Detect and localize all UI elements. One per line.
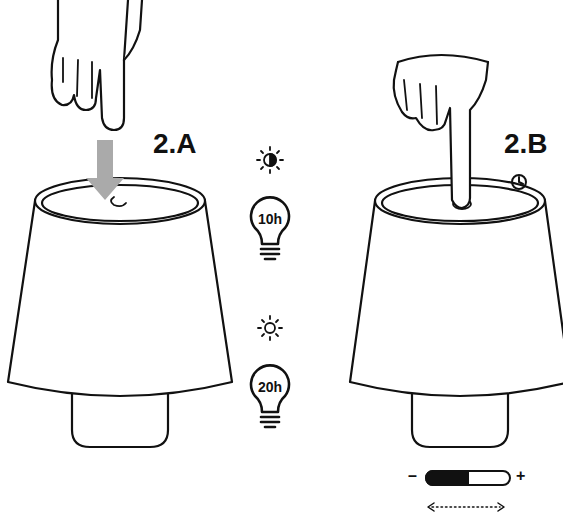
right-lamp <box>350 178 563 447</box>
slider-icon <box>426 471 510 511</box>
duration-text: 10h <box>247 211 293 227</box>
brightness-half-icon <box>257 147 283 173</box>
press-arrow <box>86 140 124 200</box>
bulb-icon: 20h <box>247 362 293 434</box>
bulb-icon: 10h <box>247 194 293 266</box>
bulb-outline <box>247 194 293 266</box>
left-hand <box>52 0 142 130</box>
step-number: 2.B <box>504 128 548 160</box>
step-number: 2.A <box>153 128 197 160</box>
slider-sign: – <box>408 467 417 485</box>
left-lamp <box>8 178 232 447</box>
brightness-full-icon <box>258 316 282 340</box>
bulb-outline <box>247 362 293 434</box>
clock-icon <box>512 175 526 189</box>
right-hand <box>394 55 488 208</box>
duration-text: 20h <box>247 379 293 395</box>
slider-sign: + <box>516 467 525 485</box>
